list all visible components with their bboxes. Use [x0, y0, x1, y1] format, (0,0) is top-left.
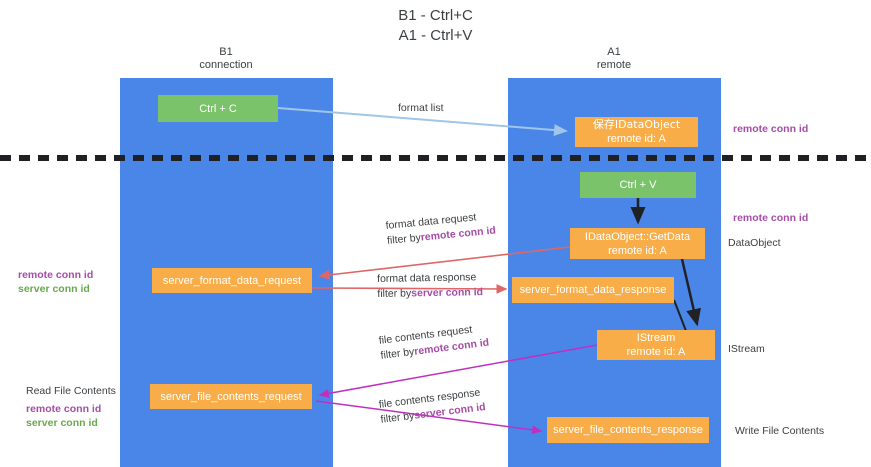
box-ctrl-c[interactable]: Ctrl + C	[158, 95, 278, 122]
filter-prefix: filter by	[386, 231, 422, 247]
box-ctrl-v[interactable]: Ctrl + V	[580, 172, 696, 198]
box-server-format-data-request-label: server_format_data_request	[162, 274, 302, 287]
lane-header-a1-name: A1	[607, 46, 621, 58]
diagram-title-line-2: A1 - Ctrl+V	[398, 27, 473, 44]
annotation-server-conn-id-left-bottom: server conn id	[26, 417, 98, 429]
box-ctrl-c-label: Ctrl + C	[199, 102, 237, 115]
arrow-file-contents-request	[318, 344, 598, 398]
flow-label-format-data-response: format data response filter by server co…	[377, 270, 483, 302]
annotation-remote-conn-id-top: remote conn id	[733, 123, 809, 135]
lane-header-b1: B1 connection	[146, 46, 306, 72]
flow-label-format-data-response-filter: filter by server conn id	[377, 285, 483, 302]
box-istream-line-2: remote id: A	[626, 346, 686, 358]
box-istream[interactable]: IStream remote id: A	[597, 330, 715, 360]
box-idataobject-getdata[interactable]: IDataObject::GetData remote id: A	[570, 228, 705, 259]
phase-divider	[0, 155, 871, 161]
box-save-idataobject-line-1: 保存IDataObject	[592, 118, 681, 131]
annotation-istream: IStream	[728, 343, 765, 355]
box-server-format-data-response[interactable]: server_format_data_response	[512, 277, 674, 303]
arrow-getdata-to-istream	[680, 258, 701, 327]
annotation-remote-conn-id-mid: remote conn id	[733, 212, 809, 224]
diagram-title: B1 - Ctrl+C A1 - Ctrl+V	[0, 6, 871, 46]
lane-header-a1: A1 remote	[534, 46, 694, 72]
annotation-remote-conn-id-left-bottom: remote conn id	[26, 403, 102, 415]
annotation-left-conn-ids-top: remote conn id server conn id	[18, 268, 93, 296]
box-istream-line-1: IStream	[636, 332, 676, 344]
flow-label-format-list: format list	[398, 101, 444, 116]
annotation-left-conn-ids-bottom: remote conn id server conn id	[26, 402, 101, 430]
annotation-read-file-contents: Read File Contents	[26, 385, 116, 397]
filter-prefix: filter by	[379, 345, 416, 362]
filter-key-server-conn-id: server conn id	[411, 286, 484, 300]
box-idataobject-getdata-line-1: IDataObject::GetData	[584, 230, 691, 243]
filter-prefix: filter by	[377, 287, 412, 300]
lane-header-b1-role: connection	[199, 59, 253, 71]
filter-prefix: filter by	[379, 409, 416, 426]
annotation-write-file-contents: Write File Contents	[735, 425, 825, 437]
box-save-idataobject-line-2: remote id: A	[607, 133, 666, 145]
box-server-file-contents-response-label: server_file_contents_response	[553, 424, 703, 436]
annotation-dataobject: DataObject	[728, 237, 781, 249]
arrow-file-contents-response	[315, 400, 543, 435]
flow-label-format-list-text: format list	[398, 102, 444, 114]
box-server-file-contents-response[interactable]: server_file_contents_response	[547, 417, 709, 443]
lane-header-b1-name: B1	[219, 46, 233, 58]
arrow-format-data-request	[318, 246, 571, 280]
box-server-format-data-response-label: server_format_data_response	[519, 284, 667, 296]
box-server-file-contents-request[interactable]: server_file_contents_request	[150, 384, 312, 409]
annotation-remote-conn-id-left-top: remote conn id	[18, 269, 94, 281]
diagram-title-line-1: B1 - Ctrl+C	[398, 7, 473, 24]
arrow-format-list	[277, 107, 568, 137]
box-server-file-contents-request-label: server_file_contents_request	[160, 390, 302, 403]
annotation-server-conn-id-left-top: server conn id	[18, 283, 90, 295]
arrow-format-data-response	[311, 284, 508, 294]
box-save-idataobject[interactable]: 保存IDataObject remote id: A	[575, 117, 698, 147]
lane-header-a1-role: remote	[596, 59, 632, 71]
box-idataobject-getdata-line-2: remote id: A	[608, 244, 667, 257]
flow-label-format-data-response-text: format data response	[377, 271, 477, 285]
box-server-format-data-request[interactable]: server_format_data_request	[152, 268, 312, 293]
box-ctrl-v-label: Ctrl + V	[619, 179, 657, 191]
